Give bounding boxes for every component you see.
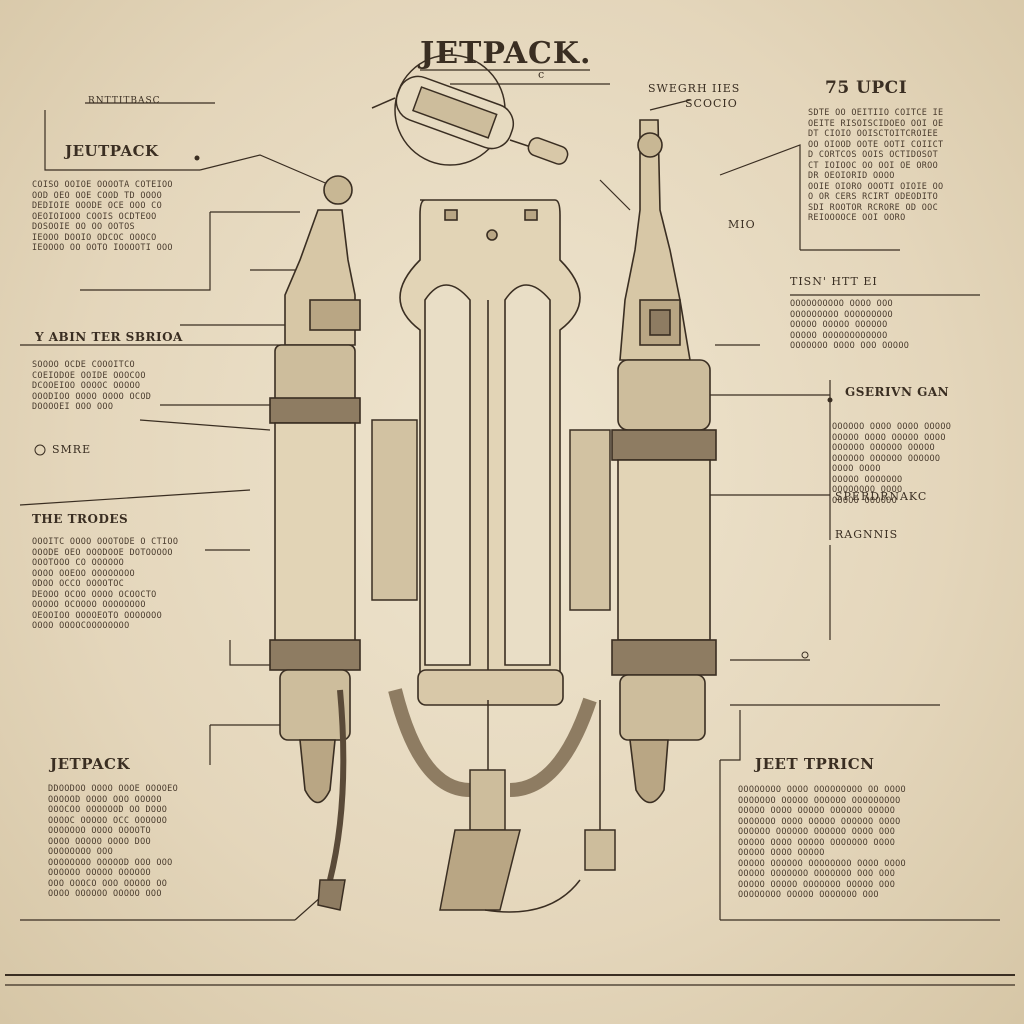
leader-lines: [5, 69, 1015, 986]
text-block-left-bottom: DDOODOO OOOO OOOE OOOOEO OOOOOD OOOO OOO…: [48, 784, 179, 899]
text-block-right-mid: OOOOOO OOOO OOOO OOOOO OOOOO OOOO OOOOO …: [832, 422, 952, 506]
right-thruster-tank: [611, 119, 717, 804]
right-heading-5: JEET TPRICN: [755, 755, 875, 773]
top-right-label: 75 UPCI: [825, 78, 908, 98]
left-heading-4: THE TRODES: [32, 512, 129, 526]
text-block-left-mid: SOOOO OCDE COOOITCO COEIODOE OOIDE OOOCO…: [32, 360, 152, 412]
left-thruster-tank: [269, 175, 361, 804]
right-small-mid: MIO: [728, 218, 756, 231]
top-gauge: [371, 54, 569, 166]
right-heading-2: GSERIVN GAN: [845, 385, 950, 399]
top-center-sub: SCOCIO: [685, 97, 738, 110]
piping: [317, 419, 616, 913]
left-heading-1: JEUTPACK: [65, 142, 159, 160]
callout-ticks: [34, 155, 833, 659]
text-block-left-low: OOOITC OOOO OOOTODE O CTIOO OOODE OEO OO…: [32, 537, 179, 631]
text-block-left-top: COISO OOIOE OOOOTA COTEIOO OOD OEO OOE C…: [32, 180, 173, 253]
right-small-4: RAGNNIS: [835, 528, 899, 541]
text-block-right-lower: OOOOOOOO OOOO OOOOOOOOO OO OOOO OOOOOOO …: [738, 785, 906, 900]
text-block-right-upper: OOOOOOOOOO OOOO OOO OOOOOOOOO OOOOOOOOO …: [790, 299, 910, 351]
left-small-3: SMRE: [52, 443, 92, 456]
page-title: JETPACK.: [420, 36, 592, 71]
top-center-label: SWEGRH IIES: [648, 82, 741, 95]
title-mark: c: [538, 68, 546, 81]
right-small-1: TISN' HTT EI: [790, 275, 878, 288]
right-heading-3: SPERDRNAKC: [835, 490, 928, 503]
top-left-small: RNTTITBASC: [88, 96, 161, 106]
left-heading-5: JETPACK: [50, 755, 130, 773]
left-heading-2: Y ABIN TER SBRIOA: [35, 330, 183, 344]
backpack-body: [399, 199, 581, 706]
text-block-top-right: SDTE OO OEITIIO COITCE IE OEITE RISOISCI…: [808, 108, 944, 223]
